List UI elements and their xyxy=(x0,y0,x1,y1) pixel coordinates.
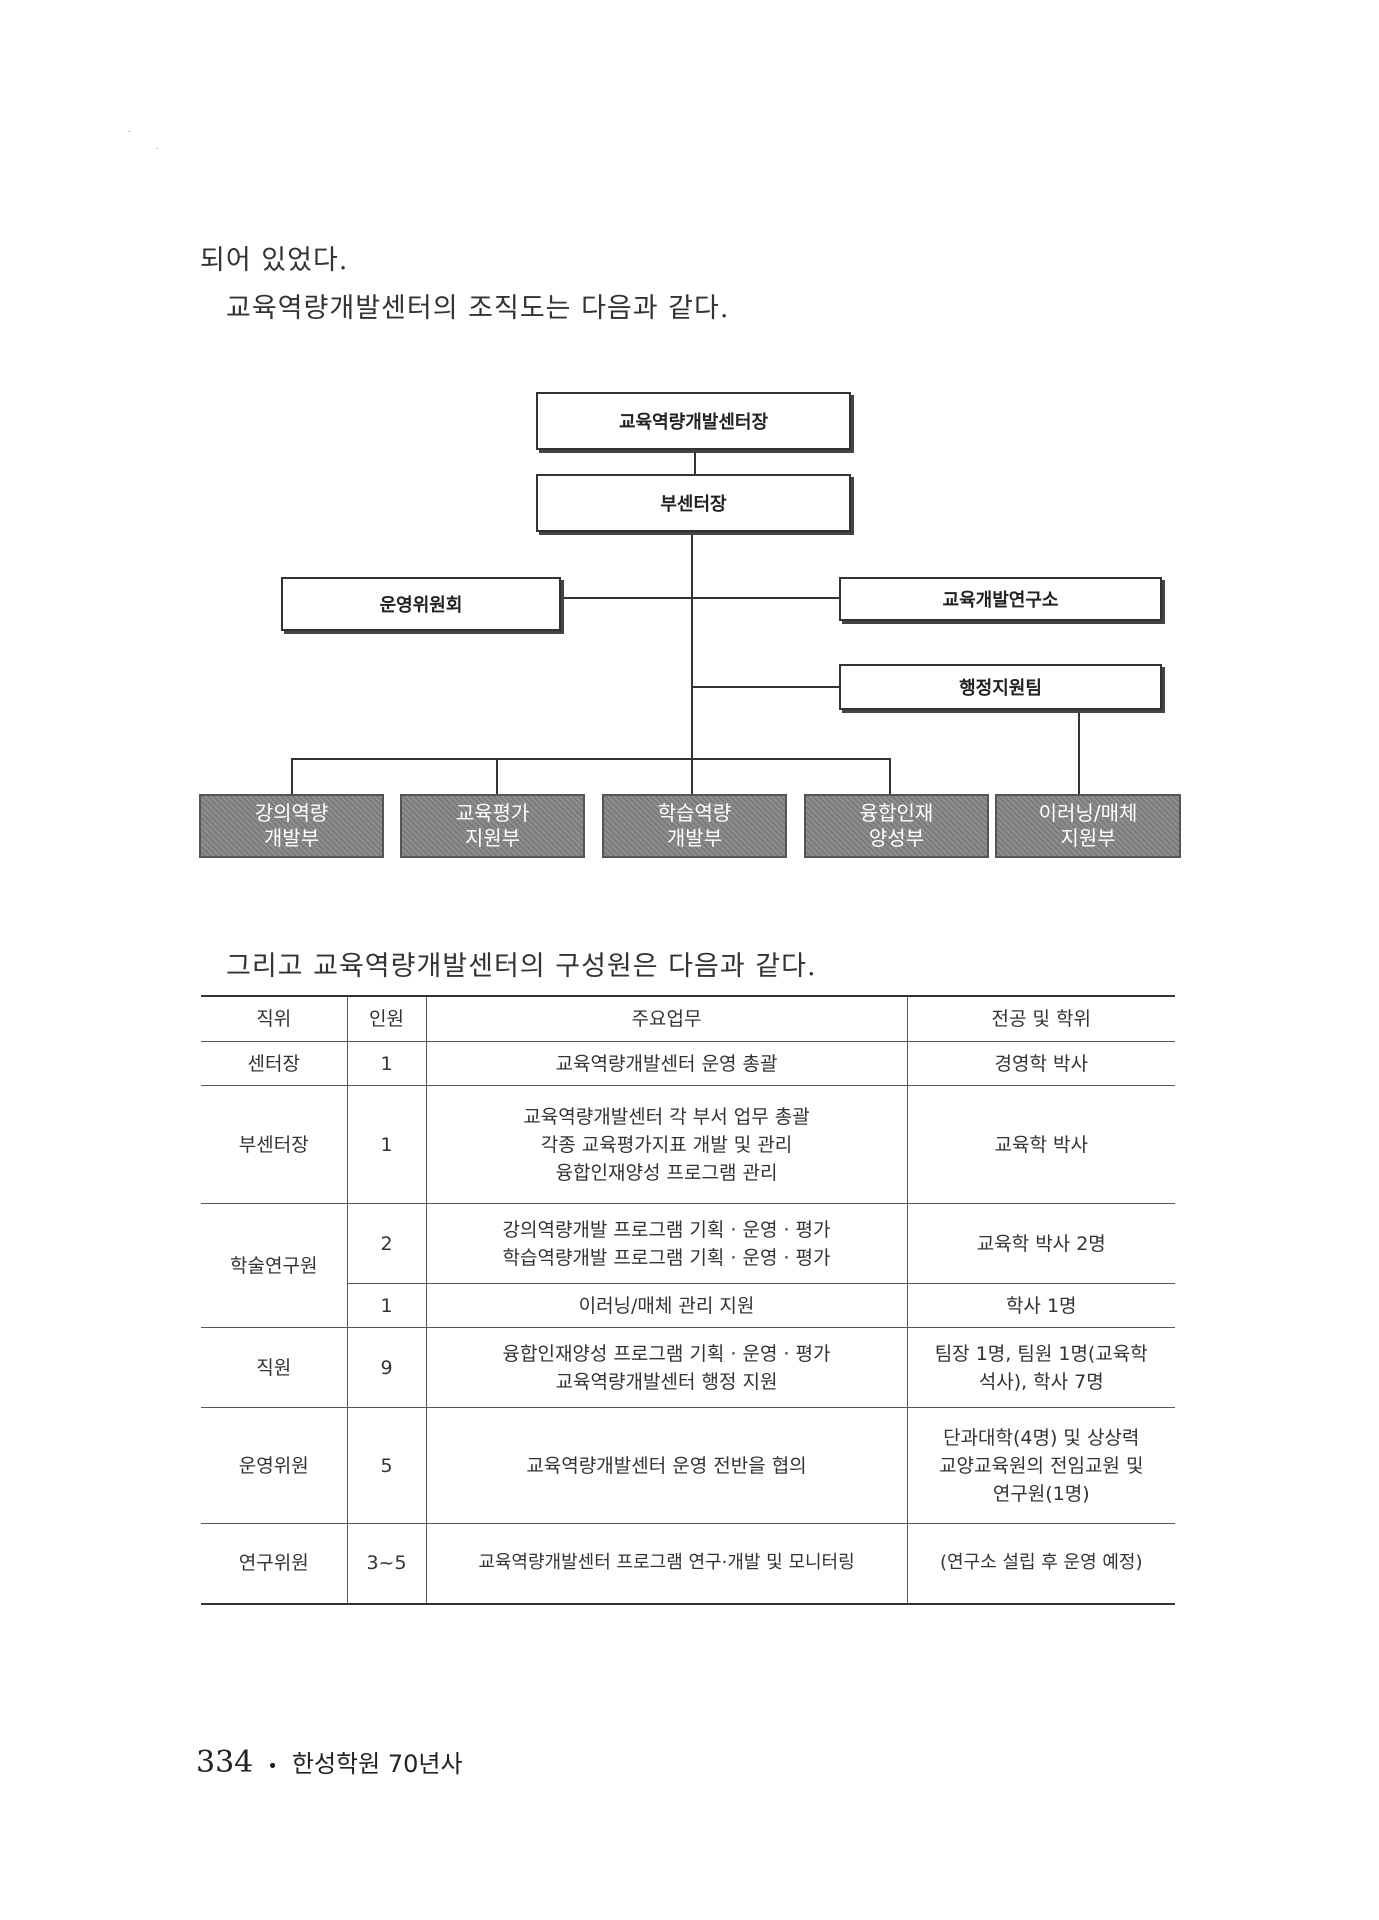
table-row: 센터장 1 교육역량개발센터 운영 총괄 경영학 박사 xyxy=(201,1041,1175,1086)
table-row: 학술연구원 2 강의역량개발 프로그램 기획 · 운영 · 평가 학습역량개발 … xyxy=(201,1203,1175,1328)
table-row: 운영위원 5 교육역량개발센터 운영 전반을 협의 단과대학(4명) 및 상상력… xyxy=(201,1407,1175,1524)
scan-speck xyxy=(128,131,130,132)
table-row: 1 이러닝/매체 관리 지원 학사 1명 xyxy=(201,1283,1175,1328)
box-admin-team: 행정지원팀 xyxy=(839,664,1162,710)
cell-degree: 교육학 박사 2명 xyxy=(906,1203,1175,1284)
cell-count: 5 xyxy=(346,1407,427,1524)
cell-position: 부센터장 xyxy=(201,1085,348,1204)
bullet-icon: • xyxy=(267,1756,278,1777)
cell-position: 학술연구원 xyxy=(201,1203,348,1328)
connector-depts-bar xyxy=(291,758,891,760)
box-committee: 운영위원회 xyxy=(281,577,561,631)
paragraph-members-intro: 그리고 교육역량개발센터의 구성원은 다음과 같다. xyxy=(226,951,817,982)
connector-dept-1 xyxy=(291,758,293,794)
box-director: 교육역량개발센터장 xyxy=(536,392,851,450)
cell-degree: (연구소 설립 후 운영 예정) xyxy=(906,1523,1175,1605)
cell-position: 연구위원 xyxy=(201,1523,348,1605)
cell-duties: 융합인재양성 프로그램 기획 · 운영 · 평가 교육역량개발센터 행정 지원 xyxy=(425,1327,908,1408)
connector-dept-3 xyxy=(691,758,693,794)
page-number: 334 xyxy=(196,1745,254,1780)
box-institute: 교육개발연구소 xyxy=(839,577,1162,621)
cell-count: 9 xyxy=(346,1327,427,1408)
dept-education-evaluation: 교육평가 지원부 xyxy=(400,794,585,858)
cell-duties: 교육역량개발센터 운영 총괄 xyxy=(425,1041,908,1086)
cell-duties: 강의역량개발 프로그램 기획 · 운영 · 평가 학습역량개발 프로그램 기획 … xyxy=(425,1203,908,1284)
connector-director-vice xyxy=(694,450,696,474)
dept-convergence-talent: 융합인재 양성부 xyxy=(804,794,989,858)
paragraph-org-chart-intro: 교육역량개발센터의 조직도는 다음과 같다. xyxy=(226,293,730,324)
cell-degree: 팀장 1명, 팀원 1명(교육학 석사), 학사 7명 xyxy=(906,1327,1175,1408)
table-row: 직원 9 융합인재양성 프로그램 기획 · 운영 · 평가 교육역량개발센터 행… xyxy=(201,1327,1175,1408)
cell-count: 1 xyxy=(347,1283,427,1328)
header-duties: 주요업무 xyxy=(425,995,908,1042)
cell-duties: 교육역량개발센터 운영 전반을 협의 xyxy=(425,1407,908,1524)
connector-dept-2 xyxy=(496,758,498,794)
dept-elearning-media: 이러닝/매체 지원부 xyxy=(995,794,1181,858)
staff-table: 직위 인원 주요업무 전공 및 학위 센터장 1 교육역량개발센터 운영 총괄 … xyxy=(201,995,1175,1605)
connector-admin xyxy=(691,686,841,688)
cell-duties: 교육역량개발센터 프로그램 연구·개발 및 모니터링 xyxy=(425,1523,908,1605)
cell-count: 1 xyxy=(346,1041,427,1086)
cell-degree: 단과대학(4명) 및 상상력 교양교육원의 전임교원 및 연구원(1명) xyxy=(906,1407,1175,1524)
table-row: 연구위원 3~5 교육역량개발센터 프로그램 연구·개발 및 모니터링 (연구소… xyxy=(201,1523,1175,1605)
cell-count: 2 xyxy=(346,1203,427,1284)
page-footer: 334 • 한성학원 70년사 xyxy=(196,1744,463,1780)
connector-admin-dept-5 xyxy=(1078,712,1080,794)
book-title: 한성학원 70년사 xyxy=(291,1750,463,1778)
cell-duties: 이러닝/매체 관리 지원 xyxy=(425,1283,908,1328)
cell-duties: 교육역량개발센터 각 부서 업무 총괄 각종 교육평가지표 개발 및 관리 융합… xyxy=(425,1085,908,1204)
scan-speck xyxy=(156,148,158,149)
dept-teaching-capacity: 강의역량 개발부 xyxy=(199,794,384,858)
box-vice-director: 부센터장 xyxy=(536,474,851,532)
header-count: 인원 xyxy=(346,995,427,1042)
cell-degree: 경영학 박사 xyxy=(906,1041,1175,1086)
cell-count: 1 xyxy=(346,1085,427,1204)
connector-committee-institute xyxy=(560,597,841,599)
cell-degree: 학사 1명 xyxy=(906,1283,1175,1328)
cell-position: 센터장 xyxy=(201,1041,348,1086)
header-position: 직위 xyxy=(201,995,348,1042)
cell-position: 직원 xyxy=(201,1327,348,1408)
paragraph-intro: 되어 있었다. xyxy=(200,245,349,276)
connector-vice-trunk xyxy=(691,532,693,772)
connector-dept-4 xyxy=(889,758,891,794)
cell-count: 3~5 xyxy=(346,1523,427,1605)
cell-position: 운영위원 xyxy=(201,1407,348,1524)
dept-learning-capacity: 학습역량 개발부 xyxy=(602,794,787,858)
table-row: 부센터장 1 교육역량개발센터 각 부서 업무 총괄 각종 교육평가지표 개발 … xyxy=(201,1085,1175,1204)
header-degree: 전공 및 학위 xyxy=(906,995,1175,1042)
cell-degree: 교육학 박사 xyxy=(906,1085,1175,1204)
table-header-row: 직위 인원 주요업무 전공 및 학위 xyxy=(201,995,1175,1042)
